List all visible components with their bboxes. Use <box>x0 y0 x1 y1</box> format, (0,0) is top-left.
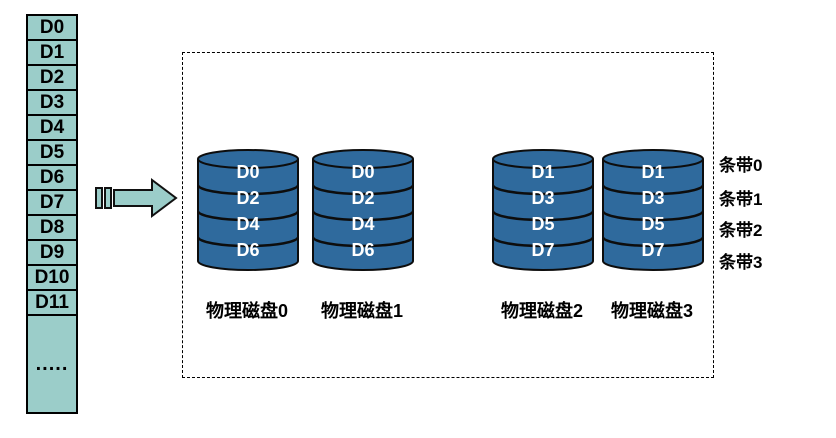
logical-block-cell: D10 <box>26 264 78 291</box>
logical-block-ellipsis-cell: ..... <box>26 314 78 414</box>
disk-label-2: 物理磁盘2 <box>500 301 583 321</box>
disk-cylinder-1: D0 D2 D4 D6 <box>312 149 414 271</box>
logical-block-cell: D5 <box>26 139 78 166</box>
logical-block-cell: D2 <box>26 64 78 91</box>
logical-block-cell: D7 <box>26 189 78 216</box>
raid-group-box <box>182 52 714 378</box>
disk-segment-label: D3 <box>641 188 664 208</box>
logical-block-cell: D0 <box>26 14 78 41</box>
logical-block-cell: D1 <box>26 39 78 66</box>
disk-cylinder-0: D0 D2 D4 D6 <box>197 149 299 271</box>
stripe-label-3: 条带3 <box>719 253 763 272</box>
right-block-arrow-icon <box>95 178 178 218</box>
disk-cylinder-2: D1 D3 D5 D7 <box>492 149 594 271</box>
disk-segment-label: D1 <box>531 162 554 182</box>
logical-block-cell: D3 <box>26 89 78 116</box>
disk-segment-label: D0 <box>236 162 259 182</box>
disk-segment-label: D6 <box>351 240 374 260</box>
disk-segment-label: D0 <box>351 162 374 182</box>
disk-segment-label: D1 <box>641 162 664 182</box>
stripe-label-2: 条带2 <box>719 221 763 240</box>
logical-block-cell: D4 <box>26 114 78 141</box>
disk-label-3: 物理磁盘3 <box>610 301 693 321</box>
disk-label-1: 物理磁盘1 <box>320 301 403 321</box>
stripe-label-0: 条带0 <box>719 156 763 175</box>
disk-segment-label: D5 <box>531 214 554 234</box>
disk-segment-label: D4 <box>236 214 259 234</box>
disk-segment-label: D4 <box>351 214 374 234</box>
logical-block-cell: D8 <box>26 214 78 241</box>
stripe-label-1: 条带1 <box>719 190 763 209</box>
disk-segment-label: D3 <box>531 188 554 208</box>
disk-segment-label: D7 <box>531 240 554 260</box>
disk-segment-label: D7 <box>641 240 664 260</box>
disk-cylinder-3: D1 D3 D5 D7 <box>602 149 704 271</box>
logical-block-cell: D11 <box>26 289 78 316</box>
disk-segment-label: D2 <box>351 188 374 208</box>
disk-label-0: 物理磁盘0 <box>205 301 288 321</box>
disk-segment-label: D5 <box>641 214 664 234</box>
disk-segment-label: D6 <box>236 240 259 260</box>
logical-block-cell: D6 <box>26 164 78 191</box>
logical-block-cell: D9 <box>26 239 78 266</box>
disk-segment-label: D2 <box>236 188 259 208</box>
